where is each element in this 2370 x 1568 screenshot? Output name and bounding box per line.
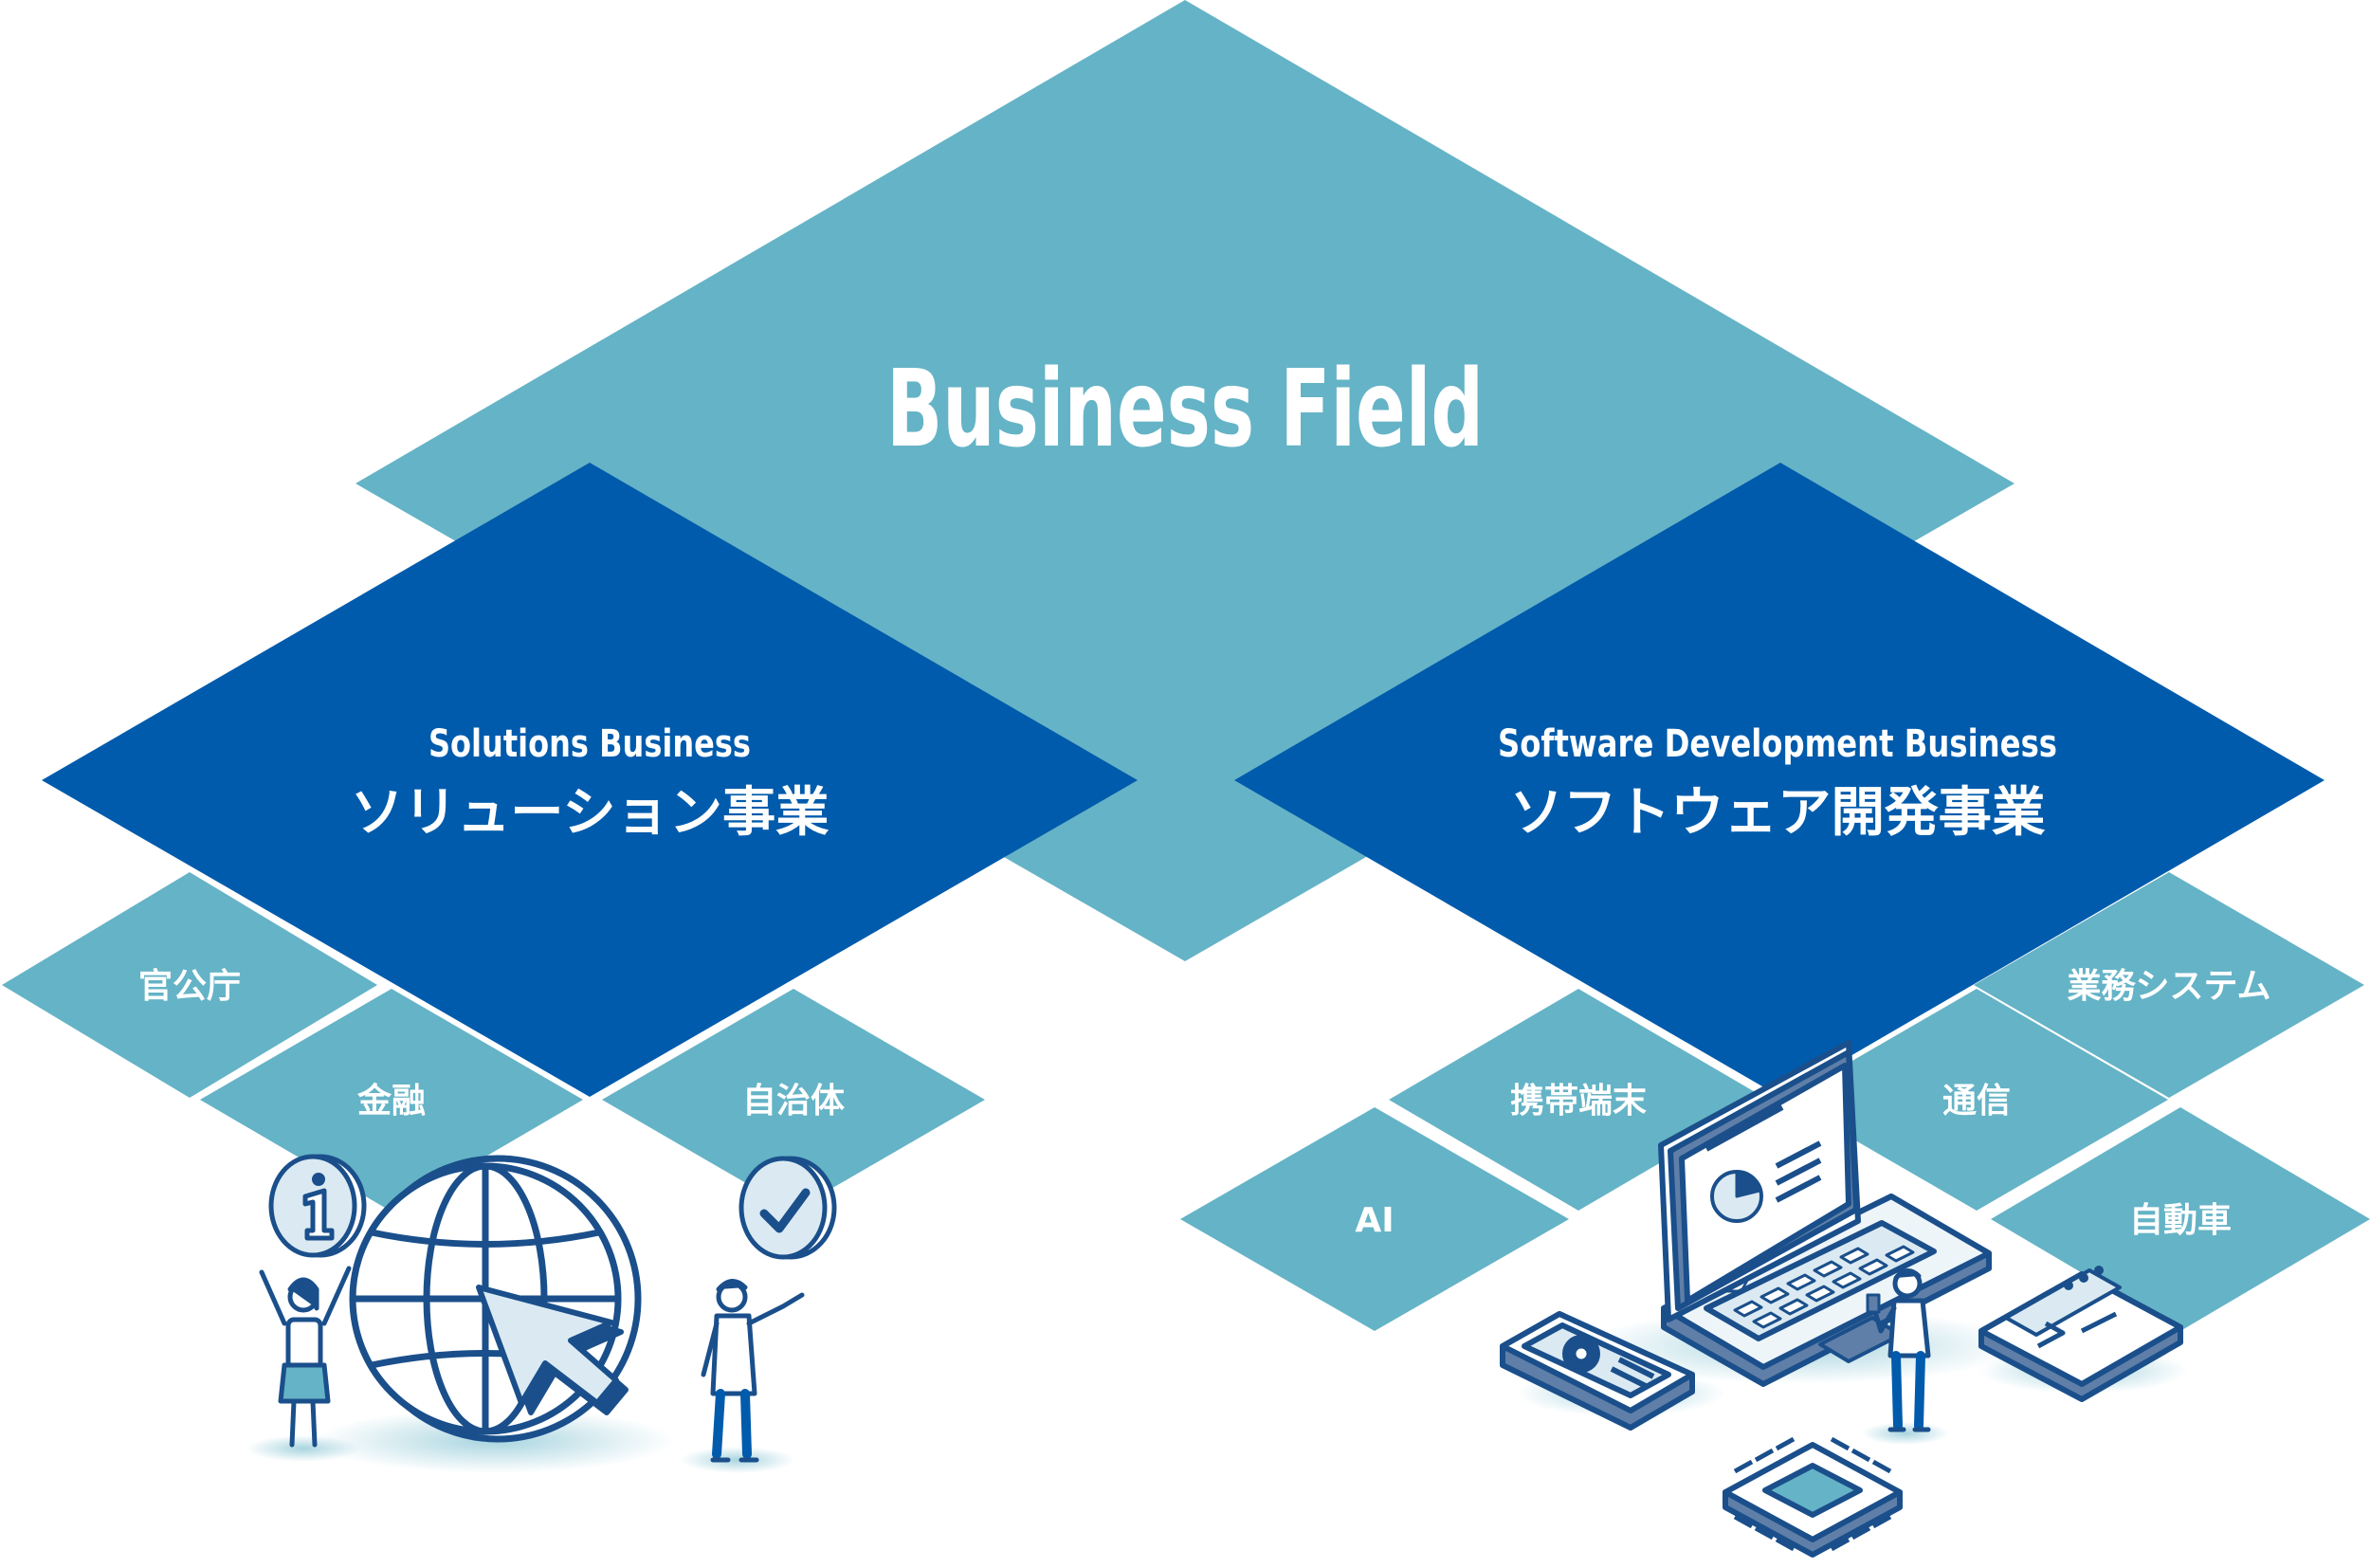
business-field-title: Business Field	[886, 348, 1484, 471]
woman-figure	[259, 1266, 352, 1448]
tile-finance	[200, 989, 583, 1212]
tile-government	[2, 872, 377, 1098]
software-tiles: 業務システム 携帯端末 通信 AI 自動車	[1180, 872, 2370, 1331]
solutions-tiles: 官公庁 金融 自治体	[2, 872, 985, 1212]
check-icon	[738, 1156, 837, 1260]
tile-business-systems	[1974, 872, 2364, 1098]
tile-label-automotive: 自動車	[2129, 1201, 2232, 1240]
info-icon	[268, 1154, 367, 1258]
solutions-title-en: Solutions Business	[428, 722, 751, 766]
microchip-icon	[1723, 1436, 1903, 1558]
tile-label-business-systems: 業務システム	[2068, 967, 2271, 1006]
tile-municipality	[602, 989, 985, 1211]
tile-label-mobile: 携帯端末	[1510, 1082, 1647, 1121]
browser-window-icon	[1978, 1266, 2183, 1402]
man-shadow	[681, 1447, 794, 1473]
software-diamond	[1234, 463, 2324, 1097]
woman-shadow	[246, 1435, 360, 1462]
man-figure	[701, 1279, 805, 1463]
laptop-icon	[1658, 1040, 1992, 1387]
solutions-title-ja: ソリューション事業	[351, 782, 830, 844]
software-title-en: Software Development Business	[1498, 722, 2057, 766]
smartphone-icon	[1500, 1311, 1695, 1431]
developer-figure	[1866, 1268, 1931, 1432]
person-shadow	[1862, 1422, 1949, 1445]
cursor-arrow-icon	[476, 1285, 629, 1415]
tile-ai	[1180, 1107, 1569, 1331]
software-title-ja: ソフトウェア開発事業	[1510, 782, 2046, 844]
tile-label-telecom: 通信	[1942, 1082, 2011, 1121]
tile-label-finance: 金融	[356, 1081, 426, 1121]
tile-telecom	[1785, 989, 2168, 1211]
tile-label-ai: AI	[1355, 1201, 1394, 1240]
tile-label-municipality: 自治体	[742, 1082, 845, 1121]
solutions-diamond	[42, 463, 1138, 1097]
tile-label-government: 官公庁	[138, 967, 241, 1006]
